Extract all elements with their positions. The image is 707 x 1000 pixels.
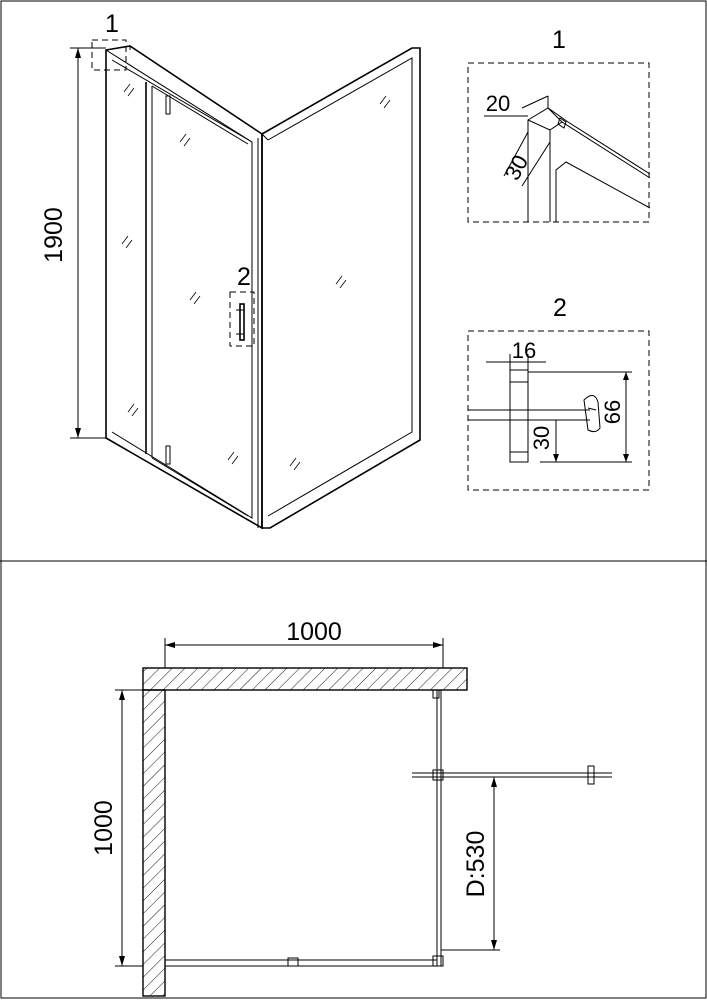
detail-2-width-label: 16	[512, 338, 536, 363]
iso-shower-enclosure	[91, 39, 421, 530]
callout-2-label: 2	[237, 263, 251, 291]
glass-glint-marks	[121, 83, 391, 471]
callout-box-2	[229, 291, 255, 347]
top-hinge-icon	[165, 95, 171, 115]
callout-box-1	[91, 39, 127, 71]
plan-enclosure	[165, 689, 612, 967]
callout-1-label: 1	[105, 10, 119, 38]
height-dim-label: 1900	[40, 207, 68, 263]
door-handle-icon	[239, 303, 245, 341]
door-hinge-plan	[432, 769, 444, 781]
detail-2-title: 2	[553, 294, 567, 322]
detail-2-offset-label: 30	[529, 426, 554, 450]
plan-width-dimension	[164, 638, 444, 668]
plan-walls	[142, 667, 468, 997]
plan-depth-dimension	[115, 689, 143, 967]
detail-1-profile	[484, 95, 651, 222]
detail-1-frame	[467, 62, 650, 223]
door-handle-plan-icon	[587, 765, 595, 785]
side-wall-hatch	[142, 689, 166, 997]
plan-depth-label: 1000	[90, 800, 118, 856]
plan-width-label: 1000	[286, 618, 342, 646]
plan-door-label: D:530	[462, 831, 490, 898]
detail-2-profile	[468, 354, 632, 463]
bottom-hinge-icon	[165, 445, 171, 465]
detail-1-title: 1	[552, 26, 566, 54]
back-wall-hatch	[142, 667, 468, 691]
plan-door-dimension	[441, 777, 500, 951]
detail-2-height-label: 66	[600, 400, 625, 424]
side-panel-frame	[261, 47, 421, 529]
detail-1-width-label: 20	[486, 91, 510, 116]
height-dimension	[70, 47, 106, 439]
